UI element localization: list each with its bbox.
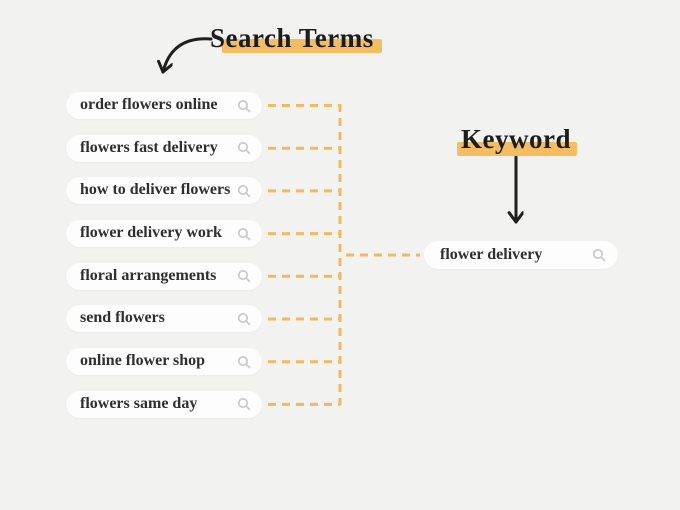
search-icon xyxy=(237,142,251,155)
search-icon xyxy=(237,270,251,283)
search-term-label: flower delivery work xyxy=(80,224,222,242)
search-terms-highlight xyxy=(222,39,382,53)
search-icon xyxy=(592,248,606,262)
search-term-label: order flowers online xyxy=(80,96,218,113)
search-term-pill[interactable]: online flower shop xyxy=(66,348,262,376)
search-terms-title: Search Terms xyxy=(210,23,382,53)
search-term-label: how to deliver flowers xyxy=(80,181,231,199)
dashed-connectors xyxy=(268,104,420,406)
search-icon xyxy=(237,99,251,112)
search-term-pill[interactable]: order flowers online xyxy=(66,92,262,119)
keyword-highlight xyxy=(457,142,577,156)
search-term-pill[interactable]: floral arrangements xyxy=(66,262,262,290)
search-term-pill[interactable]: how to deliver flowers xyxy=(66,177,262,205)
keyword-pill[interactable]: flower delivery xyxy=(424,241,618,269)
search-icon xyxy=(237,398,251,411)
keyword-title: Keyword xyxy=(457,124,577,156)
keyword-label: flower delivery xyxy=(440,245,543,263)
search-term-label: flowers same day xyxy=(80,394,198,412)
search-term-label: floral arrangements xyxy=(80,266,217,284)
search-icon xyxy=(237,355,251,368)
search-icon xyxy=(237,227,251,240)
search-icon xyxy=(237,184,251,198)
search-term-pill[interactable]: flower delivery work xyxy=(66,220,262,248)
search-term-pill[interactable]: flowers same day xyxy=(66,390,262,418)
curved-arrow-icon xyxy=(163,37,213,72)
search-term-label: flowers fast delivery xyxy=(80,138,218,156)
search-term-label: online flower shop xyxy=(80,352,206,370)
keyword-title-label: Keyword xyxy=(461,124,571,154)
search-term-pill[interactable]: flowers fast delivery xyxy=(66,134,262,162)
search-term-label: send flowers xyxy=(80,309,165,327)
search-term-pill[interactable]: send flowers xyxy=(66,305,262,333)
search-icon xyxy=(237,312,251,326)
search-terms-title-label: Search Terms xyxy=(210,23,374,53)
search-terms-list: order flowers online flowers fast delive… xyxy=(66,92,262,418)
